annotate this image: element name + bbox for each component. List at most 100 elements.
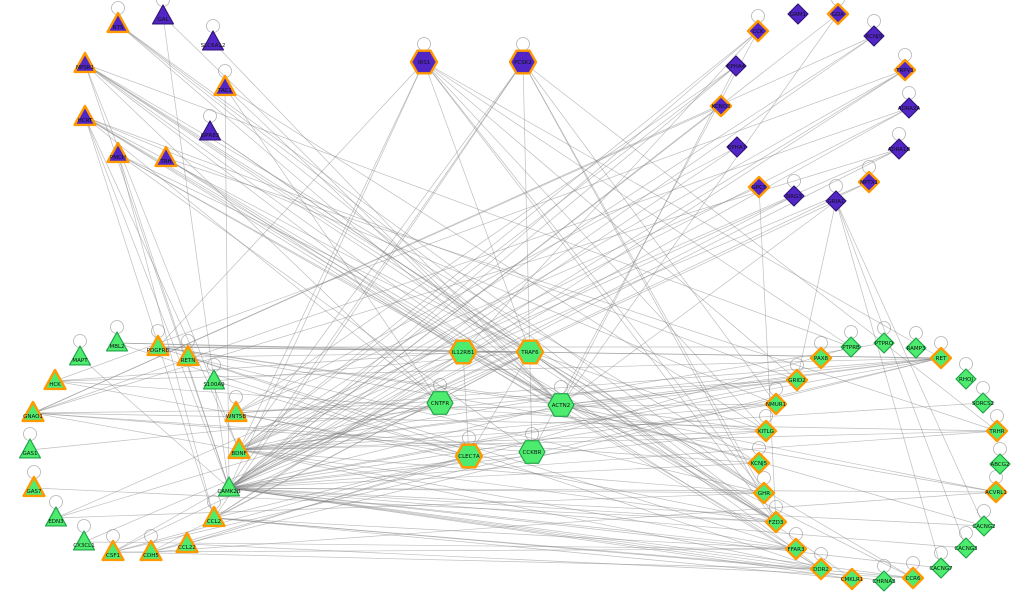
edge [84,116,240,451]
edge [84,63,765,494]
node-CCKBR[interactable]: CCKBR [518,440,546,464]
edge [238,30,759,451]
node-PMCH[interactable]: PMCH [106,141,130,164]
node-GDA[interactable]: GDA [826,2,850,26]
node-EPHA7[interactable]: EPHA7 [726,136,748,158]
edge [462,351,822,570]
node-CACNG7[interactable]: CACNG7 [929,557,953,579]
edge [238,69,906,451]
edges-layer [29,13,998,582]
edge [228,404,562,489]
edge [162,15,230,489]
edge [84,63,760,464]
node-ADRA1B[interactable]: ADRA1B [888,138,911,160]
node-CACNG2[interactable]: CACNG2 [972,515,996,537]
edge [213,61,524,519]
edge [213,517,853,580]
edge [79,356,230,489]
node-CACNG3[interactable]: CACNG3 [954,537,978,559]
node-MAPT[interactable]: MAPT [68,345,92,366]
node-CLEC7A[interactable]: CLEC7A [454,443,484,469]
node-ADRA2A[interactable]: ADRA2A [898,97,921,119]
edge [55,402,441,519]
node-CNTFR[interactable]: CNTFR [426,391,454,415]
edge [238,430,767,451]
node-TRAF6[interactable]: TRAF6 [515,339,545,365]
edge [117,153,777,523]
node-GPR83[interactable]: GPR83 [198,120,222,141]
edge [186,543,914,579]
edge [228,487,765,494]
node-SORCS2[interactable]: SORCS2 [972,392,994,414]
node-KCNJ9[interactable]: KCNJ9 [863,25,885,47]
edge [228,462,760,489]
edge [157,346,997,493]
edge [228,430,767,489]
node-RAMP3[interactable]: RAMP3 [905,337,927,359]
node-HCRT[interactable]: HCRT [73,104,97,127]
edge [33,487,777,523]
edge [235,146,738,414]
node-CX3CL1[interactable]: CX3CL1 [72,530,96,551]
node-HCK[interactable]: HCK [43,368,67,391]
node-KITLG[interactable]: KITLG [754,419,778,443]
edge [84,116,798,381]
node-RET[interactable]: RET [929,346,953,370]
edge [150,357,942,553]
node-TAC1[interactable]: TAC1 [213,74,237,97]
node-IL12RB1[interactable]: IL12RB1 [448,339,478,365]
edge [228,148,900,489]
node-WNT5B[interactable]: WNT5B [224,400,248,423]
node-MBL2[interactable]: MBL2 [105,331,129,352]
edge [235,412,777,523]
node-PTPRO[interactable]: PTPRO [873,332,895,354]
node-ACVRL1[interactable]: ACVRL1 [984,480,1008,504]
edge [560,404,997,493]
node-IRS1[interactable]: IRS1 [409,49,439,75]
node-NPTX1[interactable]: NPTX1 [857,170,881,194]
node-GRM1[interactable]: GRM1 [787,3,809,25]
edge [32,412,760,464]
edge [54,357,942,382]
node-GAL[interactable]: GAL [151,4,175,25]
node-CCK[interactable]: CCK [746,19,770,43]
edge [228,402,441,489]
node-GAS7[interactable]: GAS7 [22,475,46,498]
edge [423,61,942,359]
node-GNAO1[interactable]: GNAO1 [21,400,45,423]
edge [238,181,870,451]
node-EDN3[interactable]: EDN3 [44,506,68,527]
self-loop-edge [516,37,530,51]
node-TRPV1[interactable]: TRPV1 [893,58,917,82]
edge [213,455,470,519]
node-ACTN2[interactable]: ACTN2 [547,393,575,417]
node-NRG3[interactable]: NRG3 [783,185,805,207]
node-NTS[interactable]: NTS [106,11,130,34]
edge [228,35,875,489]
edge [423,61,777,523]
node-CCL22[interactable]: CCL22 [175,531,199,554]
edge [238,430,998,451]
node-PTPRB[interactable]: PTPRB [840,336,862,358]
edge [84,63,464,353]
edge [213,69,906,519]
edge [238,61,524,451]
node-TRHR[interactable]: TRHR [985,419,1009,443]
node-PCSK2[interactable]: PCSK2 [508,49,538,75]
edge [84,116,777,523]
node-PAX8[interactable]: PAX8 [809,346,833,370]
node-GAS1[interactable]: GAS1 [18,438,42,459]
edge [165,157,777,523]
node-NPSR1[interactable]: NPSR1 [73,51,97,74]
node-CHRNA3[interactable]: CHRNA3 [872,570,896,592]
edge [238,107,910,451]
node-KCNJ5[interactable]: KCNJ5 [747,451,771,475]
node-GRIA1[interactable]: GRIA1 [825,190,847,212]
node-SLC6A12[interactable]: SLC6A12 [201,30,226,51]
node-RHOJ[interactable]: RHOJ [955,368,977,390]
node-CCR6[interactable]: CCR6 [901,566,925,590]
edge [32,412,533,453]
edge [32,412,998,432]
edge [560,357,942,406]
